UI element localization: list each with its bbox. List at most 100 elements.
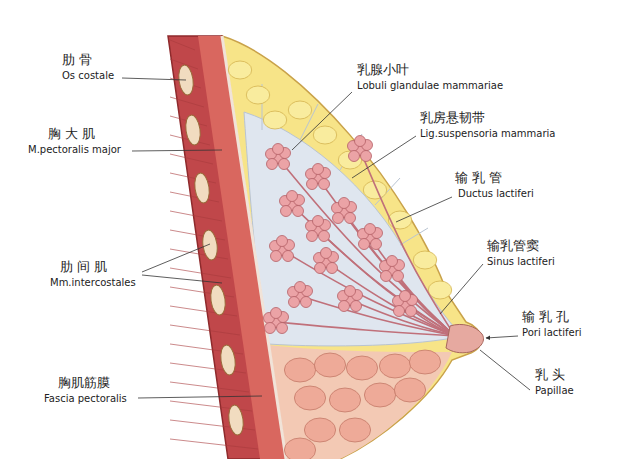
fat-lobule (409, 350, 440, 374)
glandular-region (244, 112, 462, 346)
latin-part-label: Fascia pectoralis (44, 393, 127, 405)
fat-lobule (338, 151, 361, 169)
lobule-acinus (277, 323, 288, 334)
lobule-acinus (277, 236, 288, 247)
fat-lobule (314, 353, 345, 377)
latin-part-label: M.pectoralis major (28, 144, 121, 156)
suspensory-ligaments (262, 84, 428, 245)
muscle-fibre (170, 249, 228, 259)
fat-lobule (288, 101, 311, 119)
rib-section (193, 172, 211, 204)
lobule-acinus (273, 144, 284, 155)
lobule-acinus (315, 263, 326, 274)
fat-lobule (294, 386, 325, 410)
muscle-fibre (170, 325, 240, 335)
lobule-acinus (281, 206, 292, 217)
fat-lobule (379, 354, 410, 378)
muscle-fibre (170, 40, 195, 50)
fat-lobule (346, 356, 377, 380)
latin-part-label: Mm.intercostales (50, 277, 136, 289)
lobule-acinus (289, 297, 300, 308)
fat-lobule (329, 388, 360, 412)
muscle-fibres (170, 40, 258, 449)
chinese-part-label: 输 乳 管 (455, 170, 502, 186)
lobule-acinus (301, 297, 312, 308)
muscle-fibre (170, 268, 231, 278)
lobule-acinus (387, 256, 398, 267)
muscle-fibre (170, 192, 219, 202)
fat-lobule (304, 418, 335, 442)
fat-lobule (339, 418, 370, 442)
lobule-acinus (279, 159, 290, 170)
lobule-acinus (351, 301, 362, 312)
lobule-acinus (271, 308, 282, 319)
lobule-acinus (267, 159, 278, 170)
muscle-fibre (170, 439, 258, 449)
lobule-acinus (339, 301, 350, 312)
rib-section (209, 284, 227, 316)
chest-wall (168, 36, 286, 459)
latin-part-label: Os costale (62, 70, 114, 82)
duct (300, 296, 455, 336)
lobule-acinus (287, 191, 298, 202)
rib-section (201, 229, 219, 261)
ribs (177, 64, 245, 436)
muscle-fibre (170, 154, 213, 164)
latin-part-label: Lobuli glandulae mammariae (357, 80, 503, 92)
fat-lobule (428, 281, 451, 299)
duct (278, 158, 455, 336)
fat-lobule (313, 126, 336, 144)
latin-part-label: Pori lactiferi (522, 327, 582, 339)
muscle-fibre (170, 211, 222, 221)
latin-part-label: Papillae (535, 385, 574, 397)
fat-lobule (413, 251, 436, 269)
chinese-part-label: 乳房悬韧带 (420, 110, 485, 126)
duct (276, 322, 455, 336)
muscle-fibre (170, 306, 237, 316)
lobule-acinus (307, 231, 318, 242)
lobule-acinus (265, 323, 276, 334)
muscle-fibre (170, 382, 249, 392)
fat-lobule (228, 61, 251, 79)
leader-lines (122, 78, 530, 398)
fat-lobule (284, 438, 315, 459)
lobule-acinus (361, 151, 372, 162)
duct (392, 270, 455, 336)
lobule-acinus (349, 151, 360, 162)
chinese-part-label: 乳腺小叶 (357, 62, 409, 78)
duct (318, 230, 455, 336)
duct (360, 150, 455, 336)
fat-lobules (228, 61, 451, 459)
fat-lobule (284, 358, 315, 382)
lobule-acinus (339, 198, 350, 209)
lobule-acinus (327, 263, 338, 274)
lobule-acinus (321, 248, 332, 259)
fat-lobule (394, 378, 425, 402)
fat-lobule (263, 111, 286, 129)
latin-part-label: Ductus lactiferi (458, 188, 534, 200)
muscle-fibre (170, 97, 204, 107)
lobule-acinus (406, 306, 417, 317)
nipple (446, 324, 484, 352)
rib-section (184, 114, 202, 146)
fat-lobule (246, 86, 269, 104)
lobule-acinus (345, 213, 356, 224)
lobule-acinus (283, 251, 294, 262)
lobule-acinus (393, 271, 404, 282)
rib-section (227, 404, 245, 436)
lobule-acinus (293, 206, 304, 217)
fat-lobule (364, 383, 395, 407)
chinese-part-label: 胸 大 肌 (48, 126, 95, 142)
lobule-acinus (333, 213, 344, 224)
latin-part-label: Lig.suspensoria mammaria (420, 128, 556, 140)
lobule-acinus (355, 136, 366, 147)
chinese-part-label: 肋 骨 (62, 52, 92, 68)
muscle-fibre (170, 173, 216, 183)
rib-section (219, 344, 237, 376)
pectoral-fascia (222, 36, 286, 459)
duct (344, 212, 455, 336)
pectoralis-major (198, 36, 286, 459)
duct (318, 178, 455, 336)
lobule-acinus (345, 286, 356, 297)
